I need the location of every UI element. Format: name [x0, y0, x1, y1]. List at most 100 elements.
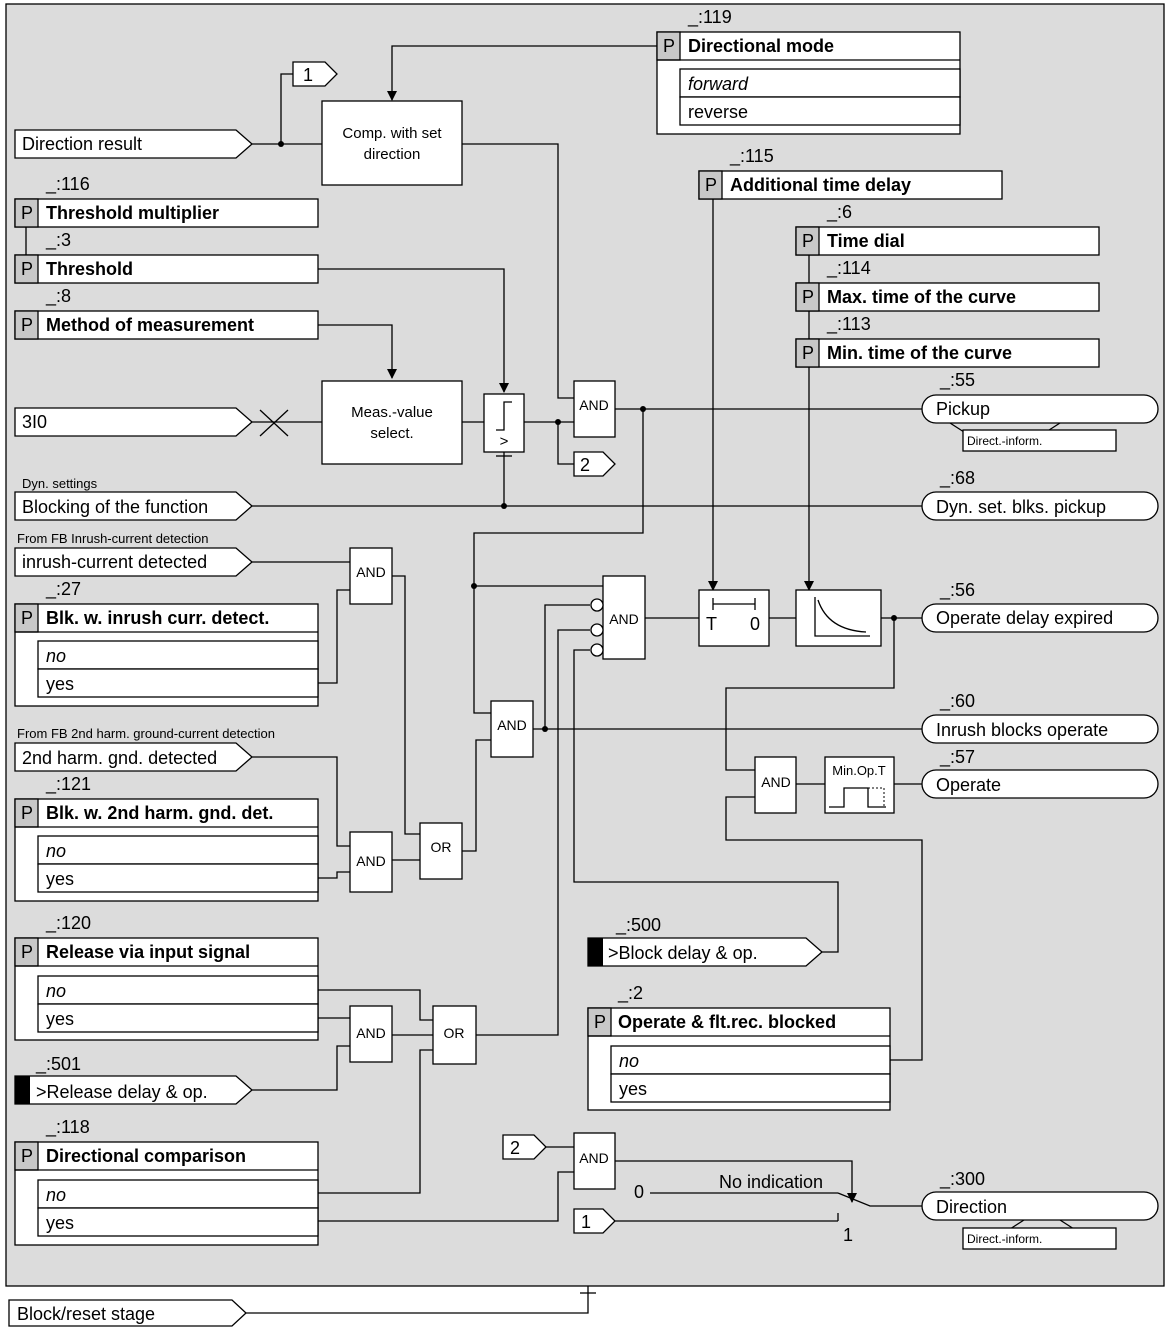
operate-delay-expired-output: _:56 Operate delay expired — [921, 580, 1159, 633]
svg-text:no: no — [46, 646, 66, 666]
svg-text:no: no — [619, 1051, 639, 1071]
blk-inrush-param: _:27 P Blk. w. inrush curr. detect. no y… — [14, 579, 319, 707]
svg-text:Direction: Direction — [936, 1197, 1007, 1217]
svg-text:OR: OR — [444, 1025, 465, 1041]
and-gate-main: AND — [590, 575, 646, 660]
svg-text:P: P — [705, 175, 717, 195]
svg-text:AND: AND — [579, 397, 609, 413]
svg-text:_:3: _:3 — [45, 230, 71, 251]
connector-1-top: 1 — [292, 61, 338, 87]
threshold-comparator: > — [483, 393, 525, 453]
svg-text:_:114: _:114 — [826, 258, 871, 279]
svg-text:_:55: _:55 — [939, 370, 975, 391]
svg-text:direction: direction — [364, 146, 421, 163]
svg-text:OR: OR — [431, 839, 452, 855]
svg-text:P: P — [21, 1146, 33, 1166]
directional-mode-reverse: reverse — [688, 102, 748, 122]
svg-text:Direction result: Direction result — [22, 134, 142, 154]
svg-text:P: P — [802, 287, 814, 307]
no-indication-label: No indication — [719, 1172, 823, 1192]
svg-text:AND: AND — [609, 611, 639, 627]
svg-text:Additional time delay: Additional time delay — [730, 175, 911, 195]
svg-text:select.: select. — [370, 425, 413, 442]
svg-text:_:27: _:27 — [45, 579, 81, 600]
svg-text:AND: AND — [761, 774, 791, 790]
svg-text:_:500: _:500 — [615, 915, 661, 936]
svg-text:Time dial: Time dial — [827, 231, 905, 251]
comp-direction-block: Comp. with set direction — [321, 100, 463, 186]
blk-2nd-harm-param: _:121 P Blk. w. 2nd harm. gnd. det. no y… — [14, 774, 319, 902]
input-3i0: 3I0 — [14, 407, 253, 437]
svg-text:AND: AND — [356, 853, 386, 869]
svg-text:Operate: Operate — [936, 775, 1001, 795]
svg-text:_:115: _:115 — [729, 146, 774, 167]
svg-text:_:501: _:501 — [35, 1054, 81, 1075]
svg-text:_:121: _:121 — [45, 774, 91, 795]
svg-text:2: 2 — [510, 1138, 520, 1158]
svg-text:Blocking of the function: Blocking of the function — [22, 497, 208, 517]
svg-text:yes: yes — [46, 674, 74, 694]
svg-text:Directional comparison: Directional comparison — [46, 1146, 246, 1166]
svg-text:_:113: _:113 — [826, 314, 871, 335]
svg-text:AND: AND — [579, 1150, 609, 1166]
connector-2-in: 2 — [502, 1134, 547, 1160]
and-gate-2nd-harm: AND — [349, 831, 393, 893]
threshold-multiplier-param: _:116 P Threshold multiplier — [14, 174, 319, 228]
svg-text:Blk. w. 2nd harm. gnd. det.: Blk. w. 2nd harm. gnd. det. — [46, 803, 273, 823]
method-of-measurement-param: _:8 P Method of measurement — [14, 286, 319, 340]
svg-text:_:8: _:8 — [45, 286, 71, 307]
svg-text:_:116: _:116 — [45, 174, 90, 195]
switch-1-label: 1 — [843, 1225, 853, 1245]
release-delay-input: _:501 >Release delay & op. — [14, 1054, 253, 1105]
inrush-blocks-operate-output: _:60 Inrush blocks operate — [921, 691, 1159, 744]
and-gate-pickup: AND — [573, 380, 616, 438]
svg-text:_:120: _:120 — [45, 913, 91, 934]
svg-text:Operate & flt.rec. blocked: Operate & flt.rec. blocked — [618, 1012, 836, 1032]
block-delay-input: _:500 >Block delay & op. — [587, 915, 823, 967]
additional-time-delay-param: _:115 P Additional time delay — [698, 146, 1003, 200]
svg-text:_:2: _:2 — [617, 983, 643, 1004]
or-gate-release: OR — [432, 1005, 477, 1065]
switch-0-label: 0 — [634, 1182, 644, 1202]
svg-text:P: P — [21, 608, 33, 628]
and-gate-operate: AND — [754, 756, 797, 814]
svg-text:Release via input signal: Release via input signal — [46, 942, 250, 962]
svg-text:yes: yes — [619, 1079, 647, 1099]
svg-text:Comp. with set: Comp. with set — [342, 125, 442, 142]
and-gate-release: AND — [349, 1005, 393, 1063]
svg-text:1: 1 — [581, 1212, 591, 1232]
harm-detected-input: 2nd harm. gnd. detected — [14, 742, 253, 772]
directional-comparison-param: _:118 P Directional comparison no yes — [14, 1117, 319, 1246]
directional-mode-forward: forward — [688, 74, 749, 94]
svg-text:Method of measurement: Method of measurement — [46, 315, 254, 335]
operate-flt-blocked-param: _:2 P Operate & flt.rec. blocked no yes — [587, 983, 891, 1111]
min-op-t-block: Min.Op.T — [824, 756, 895, 814]
svg-text:2nd harm. gnd. detected: 2nd harm. gnd. detected — [22, 748, 217, 768]
svg-text:P: P — [21, 203, 33, 223]
and-gate-inrush-block: AND — [490, 700, 534, 758]
svg-text:_:56: _:56 — [939, 580, 975, 601]
svg-text:P: P — [802, 343, 814, 363]
and-gate-direction: AND — [573, 1132, 616, 1190]
timer-block: T 0 — [698, 589, 770, 647]
svg-text:0: 0 — [750, 614, 760, 634]
svg-text:P: P — [21, 259, 33, 279]
max-time-param: _:114 P Max. time of the curve — [795, 258, 1100, 312]
block-reset-stage-input: Block/reset stage — [8, 1299, 247, 1327]
svg-text:>: > — [500, 433, 509, 450]
svg-text:P: P — [21, 803, 33, 823]
curve-block — [795, 589, 882, 647]
dyn-settings-label: Dyn. settings — [22, 476, 98, 491]
inrush-detected-input: inrush-current detected — [14, 547, 253, 577]
svg-text:inrush-current detected: inrush-current detected — [22, 552, 207, 572]
svg-text:P: P — [802, 231, 814, 251]
svg-text:P: P — [594, 1012, 606, 1032]
svg-text:_:68: _:68 — [939, 468, 975, 489]
svg-text:Direct.-inform.: Direct.-inform. — [967, 1232, 1042, 1246]
svg-text:_:118: _:118 — [45, 1117, 90, 1138]
direction-output: _:300 Direction Direct.-inform. — [921, 1169, 1159, 1250]
svg-text:_:6: _:6 — [826, 202, 852, 223]
and-gate-inrush: AND — [349, 547, 393, 605]
operate-output: _:57 Operate — [921, 747, 1159, 799]
directional-mode-id: _:119 — [687, 7, 732, 28]
